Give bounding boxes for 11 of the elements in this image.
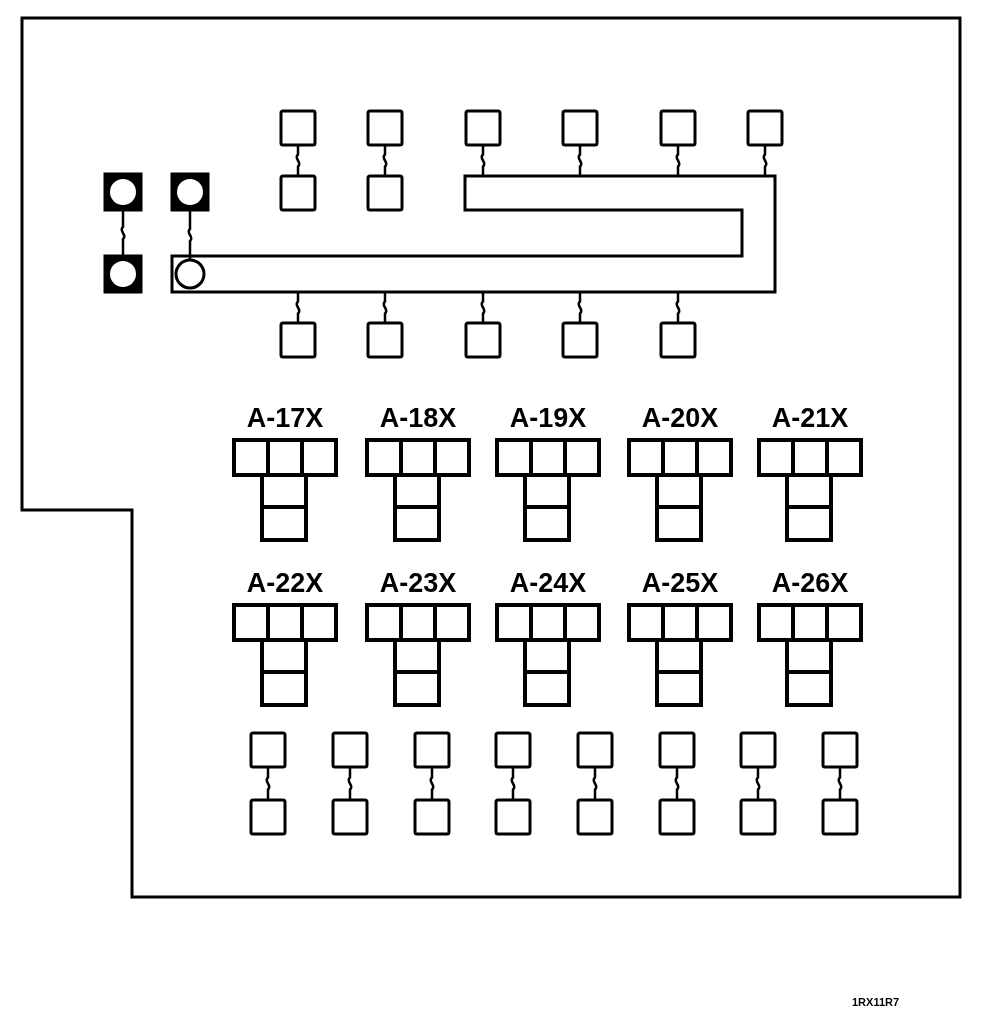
socket-label: A-23X	[378, 568, 458, 598]
socket-label: A-25X	[640, 568, 720, 598]
socket-label: A-26X	[770, 568, 850, 598]
socket-label: A-24X	[508, 568, 588, 598]
socket-label: A-22X	[245, 568, 325, 598]
socket-label: A-20X	[640, 403, 720, 433]
figure-code: 1RX11R7	[852, 996, 900, 1008]
socket-label: A-17X	[245, 403, 325, 433]
socket-label: A-18X	[378, 403, 458, 433]
socket-label: A-21X	[770, 403, 850, 433]
socket-label: A-19X	[508, 403, 588, 433]
